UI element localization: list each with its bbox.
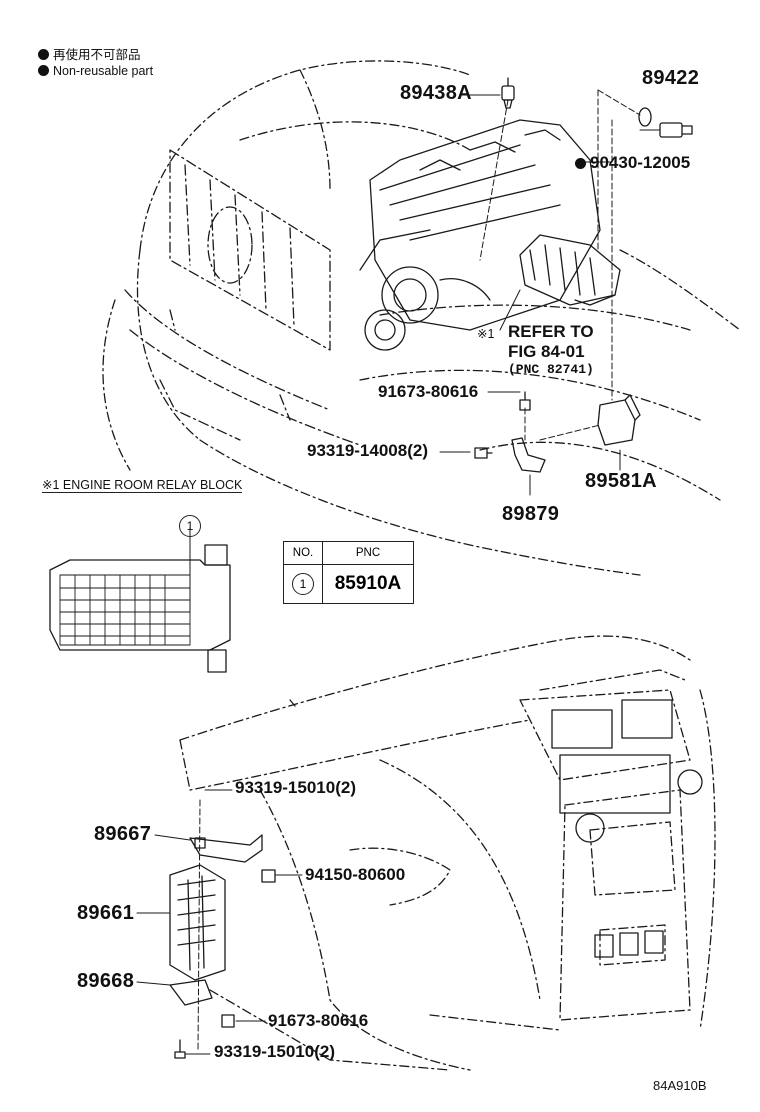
- refer-line-1: REFER TO: [508, 322, 594, 341]
- legend-en: Non-reusable part: [38, 64, 153, 78]
- label-91673-80616-top: 91673-80616: [378, 382, 479, 401]
- label-89422: 89422: [642, 67, 700, 89]
- non-reusable-dot-icon: [38, 49, 49, 60]
- label-90430-text: 90430-12005: [590, 153, 691, 172]
- label-93319-15010-bottom: 93319-15010(2): [214, 1042, 335, 1061]
- gasket-90430: [638, 107, 652, 127]
- label-93319-15010-top: 93319-15010(2): [235, 778, 356, 797]
- col-pnc: PNC: [322, 541, 414, 565]
- row-pnc: 85910A: [322, 564, 414, 604]
- label-94150-80600: 94150-80600: [305, 865, 406, 884]
- bumper: [124, 289, 361, 446]
- bolt-91673-top: [519, 391, 531, 411]
- bolt-93319-14008: [474, 447, 493, 459]
- leader-lines-bottom: [136, 789, 303, 1055]
- row-no-cell: 1: [283, 564, 323, 604]
- leader-lines-top: [439, 89, 661, 496]
- non-reusable-dot-icon: [575, 158, 586, 169]
- refer-line-2: FIG 84-01: [508, 342, 585, 361]
- pnc-table: NO. PNC 1 85910A: [283, 541, 414, 604]
- vehicle-front-outline: [102, 60, 741, 576]
- center-console: [551, 699, 703, 958]
- label-89581A: 89581A: [585, 470, 657, 492]
- engine-relay-block-shape: [519, 234, 621, 306]
- label-91673-80616-bottom: 91673-80616: [268, 1011, 369, 1030]
- refer-line-3: (PNC 82741): [508, 362, 594, 377]
- figure-code: 84A910B: [653, 1078, 707, 1093]
- module-89581A: [597, 394, 641, 446]
- table-row: 1 85910A: [283, 564, 414, 604]
- callout-circle: 1: [179, 515, 201, 537]
- relay-block-inset: [49, 527, 231, 673]
- grille: [169, 149, 331, 351]
- legend-jp-text: 再使用不可部品: [53, 48, 141, 62]
- col-no: NO.: [283, 541, 323, 565]
- label-89661: 89661: [77, 902, 135, 924]
- pnc-table-header: NO. PNC: [283, 541, 414, 565]
- label-89438A: 89438A: [400, 82, 472, 104]
- sensor-89438A: [501, 77, 515, 109]
- non-reusable-dot-icon: [38, 65, 49, 76]
- bracket-89668: [169, 979, 213, 1006]
- dashboard-outline: [179, 635, 716, 1071]
- label-89668: 89668: [77, 970, 135, 992]
- label-93319-14008: 93319-14008(2): [307, 441, 428, 460]
- ecu-89661: [169, 864, 226, 981]
- relay-block-note: ※1 ENGINE ROOM RELAY BLOCK: [42, 478, 243, 493]
- label-90430-12005: 90430-12005: [575, 153, 690, 173]
- legend-en-text: Non-reusable part: [53, 64, 154, 78]
- sensor-89422: [659, 122, 693, 138]
- row-no: 1: [292, 573, 314, 595]
- refer-mark: ※1: [477, 327, 495, 341]
- bolts-lower: [174, 837, 276, 1059]
- legend-jp: 再使用不可部品: [38, 44, 141, 63]
- bracket-89879: [511, 437, 546, 473]
- label-89667: 89667: [94, 823, 152, 845]
- engine-block: [359, 119, 601, 351]
- label-89879: 89879: [502, 503, 560, 525]
